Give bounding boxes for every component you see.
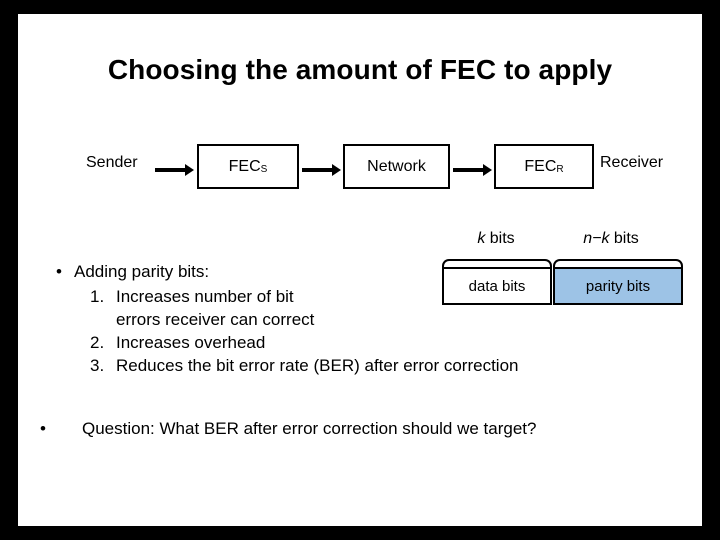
k-bits-unit: bits bbox=[485, 230, 515, 247]
bullet-text-1: Increases number of bit bbox=[116, 287, 294, 306]
data-bits-block-label: data bits bbox=[468, 277, 526, 295]
box-fec-receiver-label: FEC bbox=[524, 157, 557, 175]
box-network-label: Network bbox=[367, 157, 426, 175]
box-fec-receiver-subscript: R bbox=[556, 164, 564, 175]
data-bits-block: data bits bbox=[442, 267, 552, 305]
bullet-marker-0: • bbox=[56, 262, 62, 281]
bullet-item-4: 3. Reduces the bit error rate (BER) after… bbox=[90, 356, 518, 376]
parity-bits-block: parity bits bbox=[553, 267, 683, 305]
parity-bits-block-label: parity bits bbox=[585, 277, 651, 295]
box-fec-sender-subscript: S bbox=[260, 164, 268, 175]
bullet-text-4: Reduces the bit error rate (BER) after e… bbox=[116, 356, 519, 375]
nk-bits-unit: bits bbox=[609, 230, 639, 247]
question-text: Question: What BER after error correctio… bbox=[82, 419, 537, 438]
box-network: Network bbox=[343, 144, 450, 189]
bullet-text-0: Adding parity bits: bbox=[74, 262, 210, 281]
k-bits-symbol: k bbox=[477, 230, 486, 247]
bullet-text-2: errors receiver can correct bbox=[116, 310, 315, 329]
pipeline-sender-label: Sender bbox=[86, 154, 138, 171]
pipeline-receiver-label: Receiver bbox=[600, 154, 664, 171]
brace-parity-bits bbox=[553, 259, 683, 268]
page-title: Choosing the amount of FEC to apply bbox=[107, 54, 613, 85]
bullet-item-0: • Adding parity bits: bbox=[56, 262, 209, 282]
bullet-text-3: Increases overhead bbox=[116, 333, 266, 352]
slide-canvas: Choosing the amount of FEC to apply Send… bbox=[18, 14, 702, 526]
bullet-marker-4: 3. bbox=[90, 356, 105, 375]
bullet-item-1: 1. Increases number of bit bbox=[90, 287, 294, 307]
arrow-network-to-fecr bbox=[453, 164, 492, 176]
bullet-item-2: errors receiver can correct bbox=[116, 310, 314, 330]
box-fec-sender-label: FEC bbox=[228, 157, 261, 175]
bullet-marker-1: 1. bbox=[90, 287, 105, 306]
brace-data-bits bbox=[442, 259, 552, 268]
question-row: • Question: What BER after error correcti… bbox=[40, 419, 536, 439]
arrow-sender-to-fecs bbox=[155, 164, 194, 176]
arrow-fecs-to-network bbox=[302, 164, 341, 176]
question-marker: • bbox=[40, 419, 46, 438]
nk-bits-symbol: n−k bbox=[583, 230, 610, 247]
k-bits-label: k bits bbox=[436, 230, 556, 248]
bullet-marker-3: 2. bbox=[90, 333, 105, 352]
bullet-item-3: 2. Increases overhead bbox=[90, 333, 265, 353]
nk-bits-label: n−k bits bbox=[546, 230, 676, 248]
